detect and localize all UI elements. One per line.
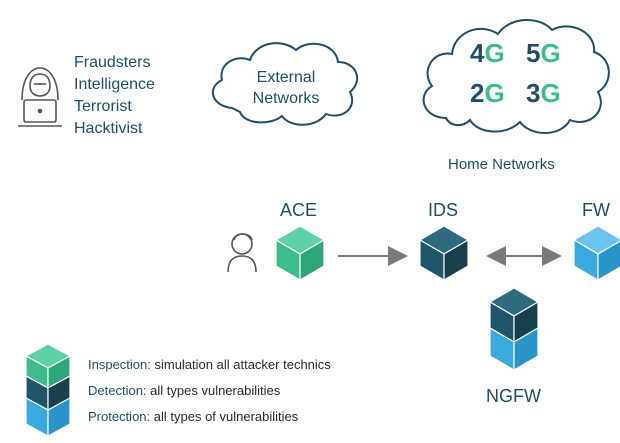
external-networks-cloud — [211, 42, 359, 126]
threat-hacktivist: Hacktivist — [74, 120, 143, 137]
fw-label: FW — [582, 200, 610, 220]
gen-2g-label: 2G — [470, 78, 505, 108]
ngfw-stack — [488, 287, 540, 372]
gen-4g-label: 4G — [470, 38, 505, 68]
hacker-icon — [18, 67, 62, 127]
user-icon — [227, 233, 257, 273]
threat-terrorist: Terrorist — [74, 98, 132, 115]
ids-label: IDS — [428, 200, 459, 220]
threat-intelligence: Intelligence — [74, 76, 155, 93]
external-networks-label: External Networks — [250, 67, 322, 109]
legend-inspection-desc: simulation all attacker technics — [150, 357, 331, 372]
threat-fraudsters: Fraudsters — [74, 54, 151, 71]
legend-inspection-term: Inspection: — [88, 357, 151, 372]
threat-actors-list: Fraudsters Intelligence Terrorist Hackti… — [74, 52, 155, 140]
legend-detection-desc: all types vulnerabilities — [146, 383, 281, 398]
legend-protection: Protection: all types of vulnerabilities — [88, 409, 298, 424]
legend-protection-term: Protection: — [88, 409, 151, 424]
ace-label: ACE — [280, 200, 318, 220]
external-line2: Networks — [252, 90, 320, 107]
home-networks-cloud — [422, 18, 610, 134]
gen-5g-label: 5G — [526, 38, 561, 68]
home-networks-label: Home Networks — [448, 156, 555, 173]
ids-cube — [418, 225, 470, 282]
fw-cube — [572, 225, 620, 282]
legend-inspection: Inspection: simulation all attacker tech… — [88, 357, 331, 372]
legend-protection-desc: all types of vulnerabilities — [150, 409, 299, 424]
legend-cube-stack — [24, 343, 72, 438]
ngfw-label: NGFW — [486, 386, 541, 406]
external-line1: External — [256, 69, 316, 86]
gen-3g-label: 3G — [526, 78, 561, 108]
ace-cube — [274, 225, 326, 282]
legend-detection: Detection: all types vulnerabilities — [88, 383, 280, 398]
legend-detection-term: Detection: — [88, 383, 147, 398]
